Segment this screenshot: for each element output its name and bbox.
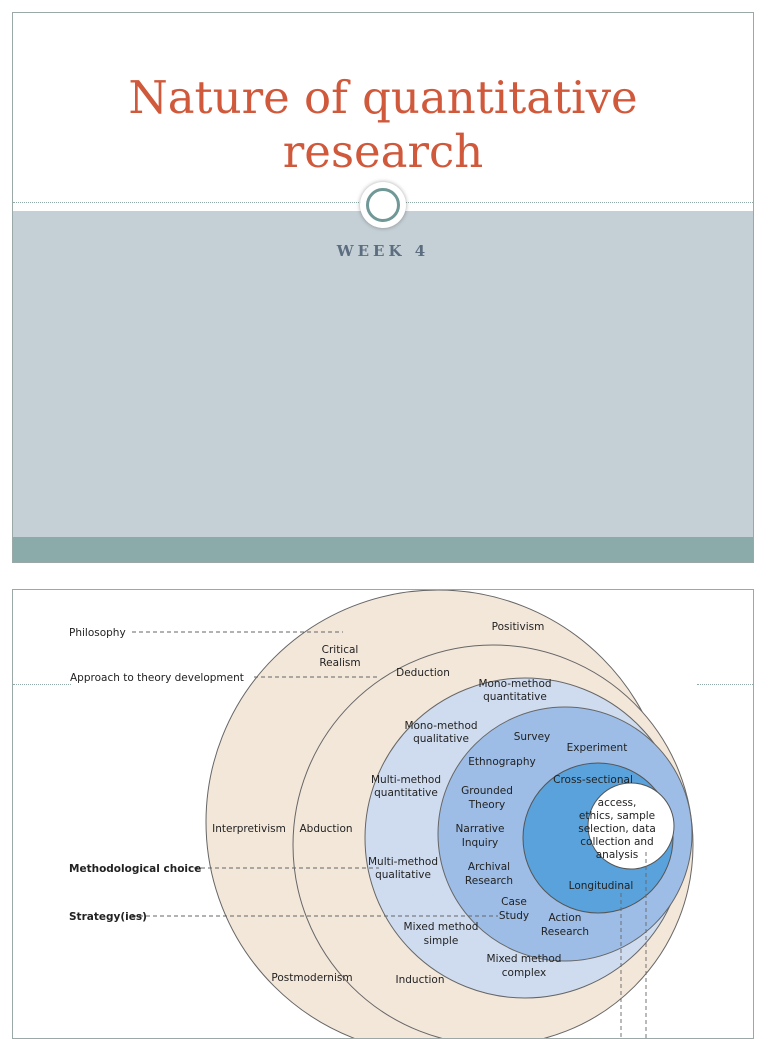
research-onion-diagram: Philosophy Approach to theory developmen… (69, 590, 694, 1038)
slide-subtitle: WEEK 4 (336, 242, 430, 260)
grounded-theory-label-2: Theory (468, 799, 505, 811)
induction-label: Induction (396, 974, 445, 986)
case-study-label-1: Case (501, 896, 527, 908)
core-label-4: collection and (580, 836, 653, 848)
multi-qual-label-2: qualitative (375, 869, 431, 881)
mono-qual-label-1: Mono-method (404, 720, 477, 732)
label-strategies: Strategy(ies) (69, 911, 147, 923)
core-label-2: ethics, sample (579, 810, 655, 822)
slide-title: Nature of quantitative research (13, 71, 753, 179)
action-research-label-2: Research (541, 926, 589, 938)
multi-qual-label-1: Multi-method (368, 856, 438, 868)
grounded-theory-label-1: Grounded (461, 785, 513, 797)
core-label-5: analysis (596, 849, 639, 861)
survey-label: Survey (514, 731, 551, 743)
critical-realism-label-2: Realism (319, 657, 360, 669)
multi-quant-label-2: quantitative (374, 787, 438, 799)
mono-quant-label-2: quantitative (483, 691, 547, 703)
action-research-label-1: Action (549, 912, 582, 924)
title-slide: Nature of quantitative research WEEK 4 (12, 12, 754, 563)
techniques-core (587, 782, 675, 870)
research-onion-slide: Philosophy Approach to theory developmen… (12, 589, 754, 1039)
narrative-inquiry-label-2: Inquiry (462, 837, 499, 849)
archival-research-label-1: Archival (468, 861, 510, 873)
core-label-1: access, (598, 797, 637, 809)
label-approach: Approach to theory development (70, 672, 244, 684)
abduction-label: Abduction (299, 823, 352, 835)
divider-line-left (13, 684, 71, 685)
label-methodological-choice: Methodological choice (69, 863, 201, 875)
archival-research-label-2: Research (465, 875, 513, 887)
title-line-1: Nature of quantitative (128, 71, 638, 124)
core-label-3: selection, data (578, 823, 656, 835)
case-study-label-2: Study (499, 910, 529, 922)
subtitle-band (13, 211, 753, 537)
mono-quant-label-1: Mono-method (478, 678, 551, 690)
mixed-simple-label-1: Mixed method (404, 921, 479, 933)
mixed-simple-label-2: simple (424, 935, 459, 947)
mixed-complex-label-2: complex (502, 967, 547, 979)
positivism-label: Positivism (492, 621, 545, 633)
ring-ornament-icon (360, 182, 406, 228)
footer-band (13, 537, 753, 562)
mixed-complex-label-1: Mixed method (487, 953, 562, 965)
ethnography-label: Ethnography (468, 756, 535, 768)
postmodernism-label: Postmodernism (271, 972, 352, 984)
longitudinal-label: Longitudinal (569, 880, 634, 892)
deduction-label: Deduction (396, 667, 450, 679)
label-philosophy: Philosophy (69, 627, 126, 639)
mono-qual-label-2: qualitative (413, 733, 469, 745)
divider-line-right (697, 684, 753, 685)
interpretivism-label: Interpretivism (212, 823, 286, 835)
narrative-inquiry-label-1: Narrative (456, 823, 505, 835)
cross-sectional-label: Cross-sectional (553, 774, 633, 786)
multi-quant-label-1: Multi-method (371, 774, 441, 786)
critical-realism-label-1: Critical (322, 644, 359, 656)
experiment-label: Experiment (567, 742, 628, 754)
title-line-2: research (282, 125, 484, 178)
